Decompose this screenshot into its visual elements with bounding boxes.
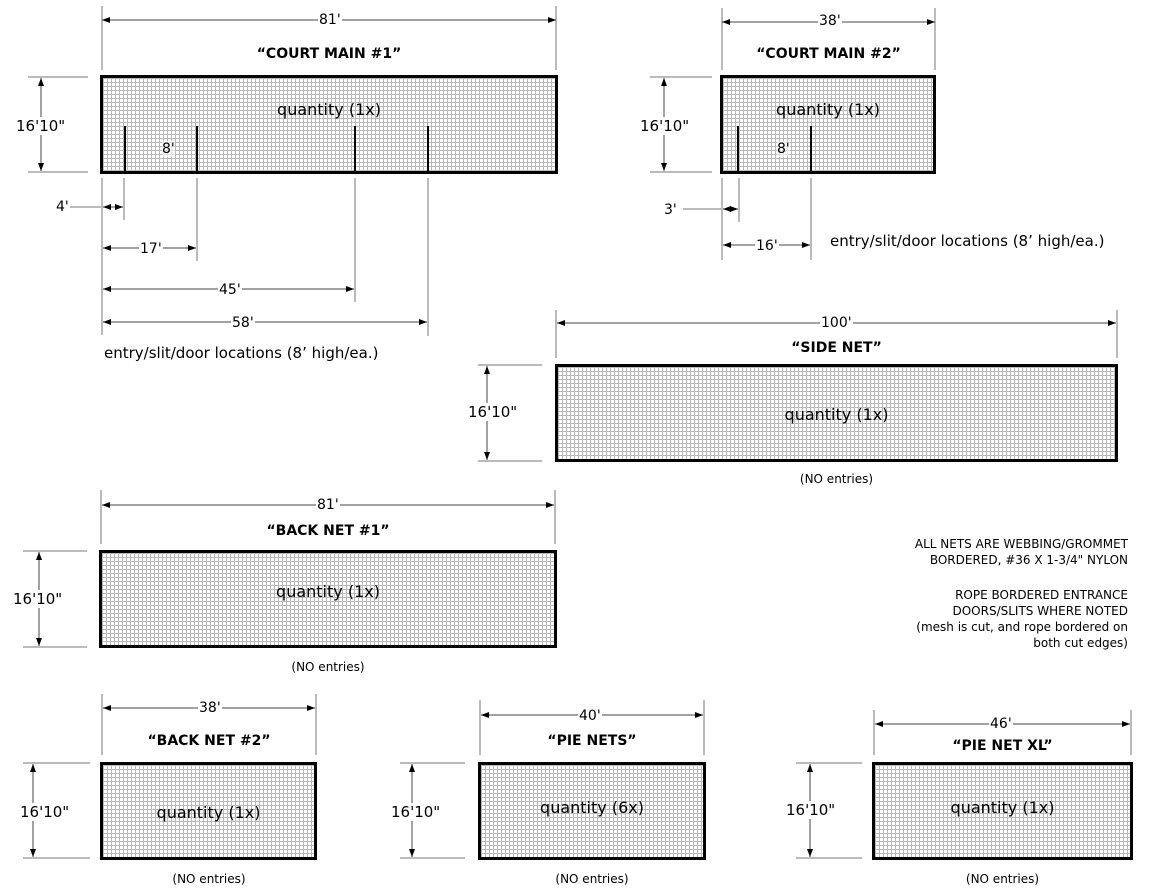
slit-marker xyxy=(196,126,198,172)
quantity-label: quantity (1x) xyxy=(784,405,889,424)
slit-marker xyxy=(737,126,739,172)
quantity-label: quantity (1x) xyxy=(776,100,880,119)
width-dimension: 40' xyxy=(578,708,602,724)
width-dimension: 81' xyxy=(316,497,340,513)
net-mesh: quantity (1x) xyxy=(100,762,317,860)
net-title: “SIDE NET” xyxy=(791,340,882,356)
net-mesh: quantity (1x) xyxy=(872,762,1133,860)
slit-offset: 4' xyxy=(55,199,70,215)
net-title: “BACK NET #2” xyxy=(147,733,271,749)
entries-note: (NO entries) xyxy=(172,872,246,886)
slit-marker xyxy=(354,126,356,172)
slit-offset: 17' xyxy=(139,241,163,257)
net-title: “BACK NET #1” xyxy=(266,523,390,539)
slits-note: entry/slit/door locations (8’ high/ea.) xyxy=(830,232,1105,250)
width-dimension: 38' xyxy=(198,700,222,716)
specs-line: ALL NETS ARE WEBBING/GROMMET xyxy=(914,537,1128,551)
rope-line: (mesh is cut, and rope bordered on xyxy=(916,620,1128,634)
height-dimension: 16'10" xyxy=(786,801,836,819)
net-mesh: quantity (6x) xyxy=(478,762,706,860)
net-mesh: quantity (1x) xyxy=(555,364,1118,462)
net-title: “PIE NETS” xyxy=(547,733,637,749)
net-title: “PIE NET XL” xyxy=(952,738,1053,754)
slit-marker xyxy=(124,126,126,172)
height-dimension: 16'10" xyxy=(468,403,518,421)
slit-height-dimension: 8' xyxy=(162,141,175,157)
rope-note: ROPE BORDERED ENTRANCE DOORS/SLITS WHERE… xyxy=(916,587,1128,651)
net-mesh: quantity (1x) xyxy=(99,550,557,648)
net-title: “COURT MAIN #2” xyxy=(756,46,901,62)
slit-offset: 45' xyxy=(218,282,242,298)
slit-offset: 16' xyxy=(755,238,779,254)
entries-note: (NO entries) xyxy=(799,472,874,486)
rope-line: DOORS/SLITS WHERE NOTED xyxy=(952,604,1128,618)
entries-note: (NO entries) xyxy=(291,660,365,674)
slit-height-dimension: 8' xyxy=(777,141,790,157)
net-title: “COURT MAIN #1” xyxy=(256,46,402,62)
width-dimension: 100' xyxy=(820,315,853,331)
slit-offset: 3' xyxy=(663,202,678,218)
height-dimension: 16'10" xyxy=(16,117,66,135)
slit-marker xyxy=(427,126,429,172)
slit-marker xyxy=(810,126,812,172)
specs-note: ALL NETS ARE WEBBING/GROMMET BORDERED, #… xyxy=(915,536,1128,568)
width-dimension: 81' xyxy=(318,12,342,28)
slit-offset: 58' xyxy=(231,315,255,331)
quantity-label: quantity (1x) xyxy=(156,803,261,822)
entries-note: (NO entries) xyxy=(965,872,1040,886)
width-dimension: 38' xyxy=(818,13,842,29)
net-mesh: quantity (1x) xyxy=(720,75,936,174)
quantity-label: quantity (6x) xyxy=(540,798,644,817)
specs-line: BORDERED, #36 X 1-3/4" NYLON xyxy=(929,553,1128,567)
rope-line: both cut edges) xyxy=(1033,636,1128,650)
slits-note: entry/slit/door locations (8’ high/ea.) xyxy=(104,344,379,362)
entries-note: (NO entries) xyxy=(555,872,629,886)
height-dimension: 16'10" xyxy=(20,803,70,821)
quantity-label: quantity (1x) xyxy=(276,582,380,601)
height-dimension: 16'10" xyxy=(640,117,690,135)
net-mesh: quantity (1x) xyxy=(100,75,558,174)
rope-line: ROPE BORDERED ENTRANCE xyxy=(955,588,1128,602)
quantity-label: quantity (1x) xyxy=(277,100,381,119)
height-dimension: 16'10" xyxy=(13,590,63,608)
width-dimension: 46' xyxy=(989,716,1013,732)
height-dimension: 16'10" xyxy=(391,803,441,821)
quantity-label: quantity (1x) xyxy=(950,798,1055,817)
